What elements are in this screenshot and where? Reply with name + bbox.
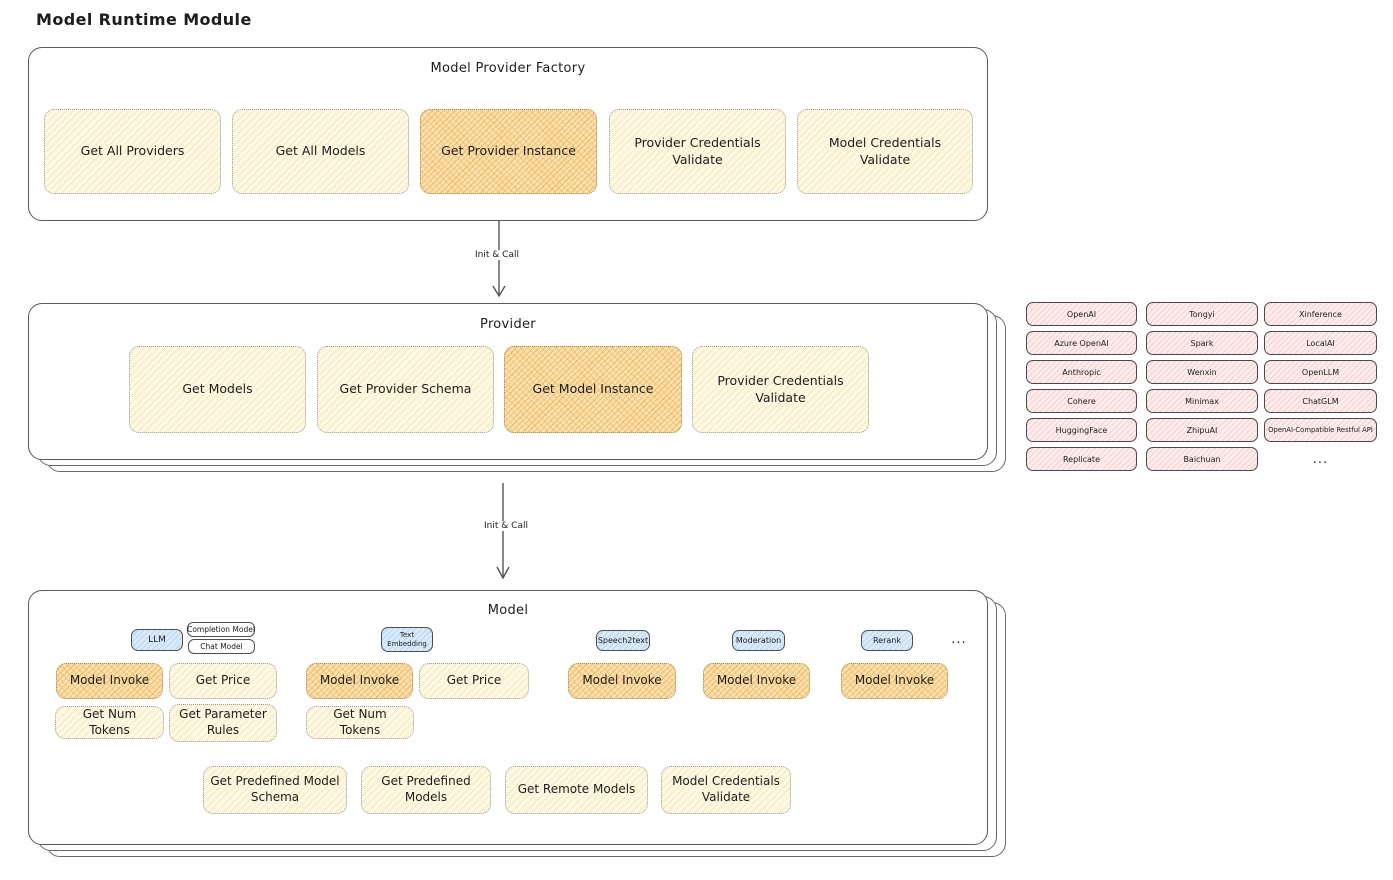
model-button-model-credentials-validate: Model Credentials Validate bbox=[661, 766, 791, 814]
model-button-get-predefined-models: Get Predefined Models bbox=[361, 766, 491, 814]
model-box-title: Model bbox=[487, 603, 529, 618]
factory-button-get-all-providers: Get All Providers bbox=[44, 109, 221, 194]
provider-chip-huggingface: HuggingFace bbox=[1026, 418, 1137, 442]
arrow-label-init-call-2: Init & Call bbox=[471, 521, 541, 531]
arrow-provider-to-model bbox=[496, 483, 510, 580]
llm-button-get-num-tokens: Get Num Tokens bbox=[55, 706, 164, 739]
provider-chip-cohere: Cohere bbox=[1026, 389, 1137, 413]
provider-chip-baichuan: Baichuan bbox=[1146, 447, 1258, 471]
moderation-button-model-invoke: Model Invoke bbox=[703, 663, 810, 699]
diagram-title: Model Runtime Module bbox=[36, 10, 252, 29]
provider-chip-chatglm: ChatGLM bbox=[1264, 389, 1377, 413]
model-type-tab-rerank: Rerank bbox=[861, 630, 913, 651]
model-button-get-predefined-model-schema: Get Predefined Model Schema bbox=[203, 766, 347, 814]
factory-button-get-provider-instance: Get Provider Instance bbox=[420, 109, 597, 194]
provider-chip-xinference: Xinference bbox=[1264, 302, 1377, 326]
provider-chip-openai-compatible-restful-api: OpenAI-Compatible Restful API bbox=[1264, 418, 1377, 442]
factory-box-title: Model Provider Factory bbox=[430, 61, 586, 76]
provider-grid-more-ellipsis: ... bbox=[1312, 451, 1329, 467]
model-box: Model LLM Completion Model Chat Model Te… bbox=[28, 590, 988, 845]
provider-chip-openai: OpenAI bbox=[1026, 302, 1137, 326]
provider-chip-tongyi: Tongyi bbox=[1146, 302, 1258, 326]
arrow-label-init-call-1: Init & Call bbox=[462, 250, 532, 260]
provider-button-provider-credentials-validate: Provider Credentials Validate bbox=[692, 346, 869, 433]
speech2text-button-model-invoke: Model Invoke bbox=[568, 663, 676, 699]
provider-chip-minimax: Minimax bbox=[1146, 389, 1258, 413]
provider-box-title: Provider bbox=[480, 317, 536, 332]
provider-button-get-model-instance: Get Model Instance bbox=[504, 346, 682, 433]
provider-chip-spark: Spark bbox=[1146, 331, 1258, 355]
text-embedding-button-get-price: Get Price bbox=[419, 663, 529, 699]
provider-chip-replicate: Replicate bbox=[1026, 447, 1137, 471]
provider-button-get-provider-schema: Get Provider Schema bbox=[317, 346, 494, 433]
model-type-tab-speech2text: Speech2text bbox=[596, 630, 650, 651]
model-type-tab-text-embedding: Text Embedding bbox=[381, 627, 433, 652]
provider-chip-azure-openai: Azure OpenAI bbox=[1026, 331, 1137, 355]
provider-chip-anthropic: Anthropic bbox=[1026, 360, 1137, 384]
provider-chip-openllm: OpenLLM bbox=[1264, 360, 1377, 384]
text-embedding-button-model-invoke: Model Invoke bbox=[306, 663, 413, 699]
factory-box: Model Provider Factory Get All Providers… bbox=[28, 47, 988, 221]
provider-chip-wenxin: Wenxin bbox=[1146, 360, 1258, 384]
factory-button-get-all-models: Get All Models bbox=[232, 109, 409, 194]
llm-button-model-invoke: Model Invoke bbox=[56, 663, 163, 699]
provider-chip-zhipuai: ZhipuAI bbox=[1146, 418, 1258, 442]
arrow-factory-to-provider bbox=[492, 221, 506, 298]
text-embedding-button-get-num-tokens: Get Num Tokens bbox=[306, 706, 414, 739]
model-type-tab-moderation: Moderation bbox=[732, 630, 785, 651]
rerank-button-model-invoke: Model Invoke bbox=[841, 663, 948, 699]
llm-button-get-price: Get Price bbox=[169, 663, 277, 699]
model-subtab-completion-model: Completion Model bbox=[187, 622, 255, 637]
provider-box: Provider Get Models Get Provider Schema … bbox=[28, 303, 988, 460]
model-subtab-chat-model: Chat Model bbox=[188, 639, 255, 654]
model-type-tab-llm: LLM bbox=[131, 629, 183, 651]
provider-chip-localai: LocalAI bbox=[1264, 331, 1377, 355]
factory-button-model-credentials-validate: Model Credentials Validate bbox=[797, 109, 973, 194]
factory-button-provider-credentials-validate: Provider Credentials Validate bbox=[609, 109, 786, 194]
provider-button-get-models: Get Models bbox=[129, 346, 306, 433]
model-button-get-remote-models: Get Remote Models bbox=[505, 766, 648, 814]
model-type-more-ellipsis: ... bbox=[951, 632, 967, 647]
llm-button-get-parameter-rules: Get Parameter Rules bbox=[169, 704, 277, 742]
